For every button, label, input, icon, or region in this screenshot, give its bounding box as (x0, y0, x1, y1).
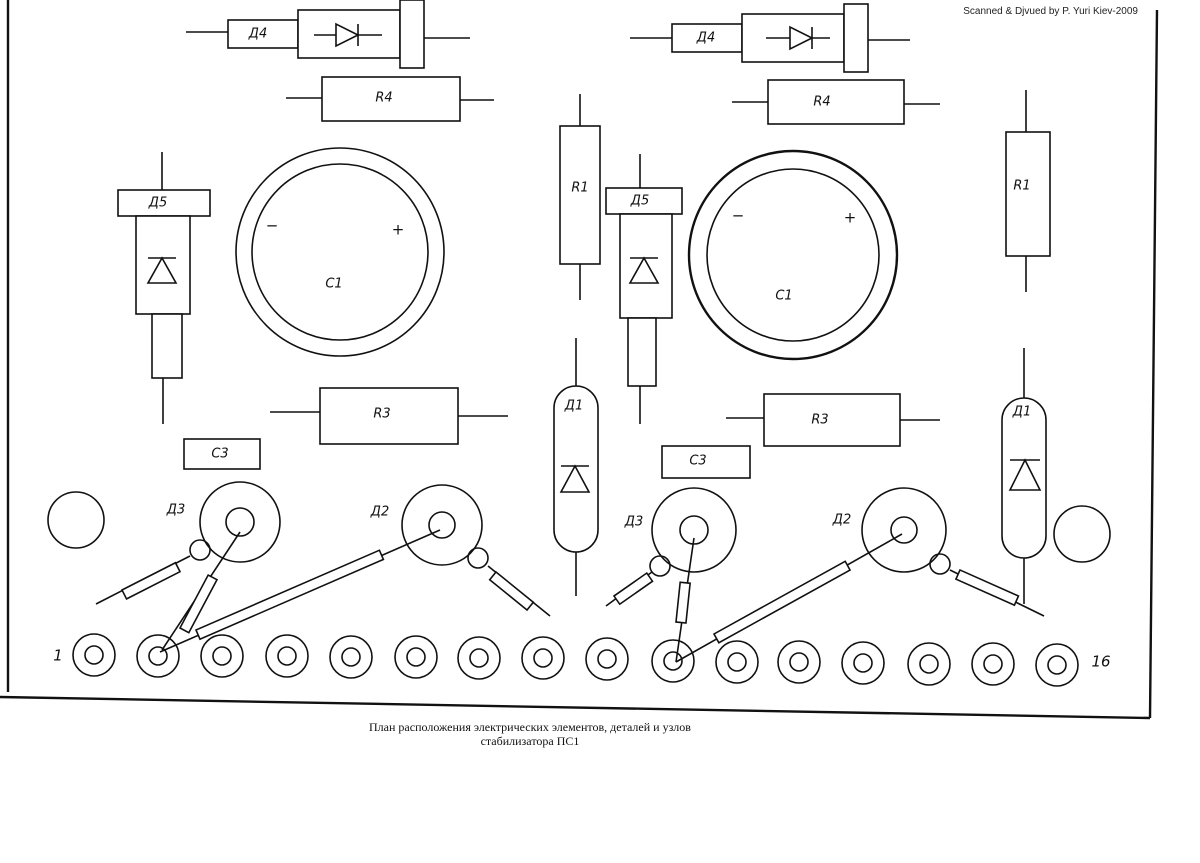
connector-pin (457, 636, 501, 680)
connector-pin (1035, 643, 1079, 687)
d3-transistor-right: Д3 (605, 487, 737, 663)
r4-label: R4 (375, 91, 392, 106)
c1-minus-sign: − (266, 217, 279, 235)
r4-resistor: R4 (286, 76, 494, 122)
d3-transistor: Д3 (95, 481, 281, 651)
r1-resistor: R1 (559, 94, 601, 300)
d2-transistor: Д2 (159, 484, 551, 653)
r1-label-right: R1 (1013, 179, 1030, 194)
connector-pin (394, 635, 438, 679)
d1-label-right: Д1 (1012, 405, 1031, 420)
c3-capacitor-right: C3 (661, 445, 751, 479)
r1-label: R1 (571, 181, 588, 196)
d5-label-right: Д5 (630, 194, 649, 209)
connector-pin (136, 634, 180, 678)
pin-last-label: 16 (1091, 653, 1110, 671)
c1-minus-sign-right: − (732, 207, 745, 225)
r3-label-right: R3 (811, 413, 828, 428)
c3-capacitor: C3 (183, 438, 261, 470)
r4-resistor-right: R4 (732, 79, 940, 125)
pin-row (72, 633, 1079, 687)
d3-label-right: Д3 (624, 515, 643, 530)
board-frame (0, 0, 1159, 720)
mounting-hole-right (1053, 505, 1111, 563)
connector-pin (200, 634, 244, 678)
mounting-hole-left (47, 491, 105, 549)
connector-pin (841, 641, 885, 685)
connector-pin (329, 635, 373, 679)
c1-capacitor: − + C1 (235, 147, 445, 357)
r4-label-right: R4 (813, 95, 830, 110)
connector-pin (651, 639, 695, 683)
caption-line-1: План расположения электрических элементо… (369, 720, 691, 734)
right-half: Д4 R4 Д5 (605, 3, 1111, 663)
r3-label: R3 (373, 407, 390, 422)
c3-label: C3 (211, 447, 228, 462)
d2-label: Д2 (370, 505, 389, 520)
left-half: Д4 R4 Д5 (47, 0, 601, 653)
c3-label-right: C3 (689, 454, 706, 469)
connector-pin (971, 642, 1015, 686)
connector-pin (585, 637, 629, 681)
d4-label-right: Д4 (696, 31, 715, 46)
d4-diode: Д4 (186, 0, 470, 69)
diagram-caption: План расположения электрических элементо… (300, 720, 760, 748)
d5-diode: Д5 (117, 152, 211, 424)
c1-label-right: C1 (775, 289, 792, 304)
d1-diode-right: Д1 (1001, 348, 1047, 604)
r3-resistor: R3 (270, 387, 508, 445)
d2-transistor-right: Д2 (675, 487, 1045, 663)
connector-pin (715, 640, 759, 684)
d2-label-right: Д2 (832, 513, 851, 528)
c1-label: C1 (325, 277, 342, 292)
d5-diode-right: Д5 (605, 154, 683, 424)
d4-label: Д4 (248, 27, 267, 42)
scan-credit: Scanned & Djvued by P. Yuri Kiev-2009 (963, 6, 1138, 17)
pin-first-label: 1 (53, 647, 63, 665)
r3-resistor-right: R3 (726, 393, 940, 447)
d3-label: Д3 (166, 503, 185, 518)
c1-plus-sign: + (392, 221, 405, 239)
d5-label: Д5 (148, 196, 167, 211)
r1-resistor-right: R1 (1005, 90, 1051, 292)
c1-capacitor-right: − + C1 (687, 149, 899, 361)
connector-pin (521, 636, 565, 680)
caption-line-2: стабилизатора ПС1 (480, 734, 580, 748)
c1-plus-sign-right: + (844, 209, 857, 227)
connector-pin (777, 640, 821, 684)
d1-label: Д1 (564, 399, 583, 414)
d1-diode: Д1 (553, 338, 599, 596)
connector-pin (907, 642, 951, 686)
connector-pin (265, 634, 309, 678)
d4-diode-right: Д4 (630, 3, 910, 73)
connector-pin (72, 633, 116, 677)
